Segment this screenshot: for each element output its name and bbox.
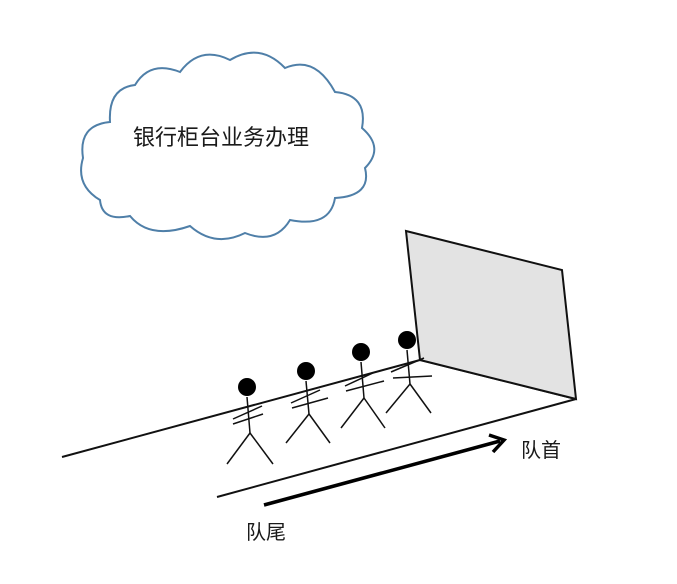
cloud-shape <box>80 51 376 241</box>
person-head <box>297 362 315 380</box>
person-3 <box>340 343 386 429</box>
person-4 <box>385 331 433 414</box>
floor-back-edge <box>61 359 421 458</box>
person-head <box>238 378 256 396</box>
queue-tail-label: 队尾 <box>246 520 286 544</box>
cloud: 银行柜台业务办理 <box>80 51 376 241</box>
queue-head-label: 队首 <box>521 438 561 462</box>
person-2 <box>285 362 331 444</box>
floor-front-edge <box>216 398 577 498</box>
bank-counter <box>404 229 578 401</box>
person-head <box>352 343 370 361</box>
person-1 <box>226 378 274 465</box>
cloud-caption: 银行柜台业务办理 <box>133 126 309 151</box>
person-head <box>398 331 416 349</box>
queue-direction-arrow <box>263 433 508 507</box>
